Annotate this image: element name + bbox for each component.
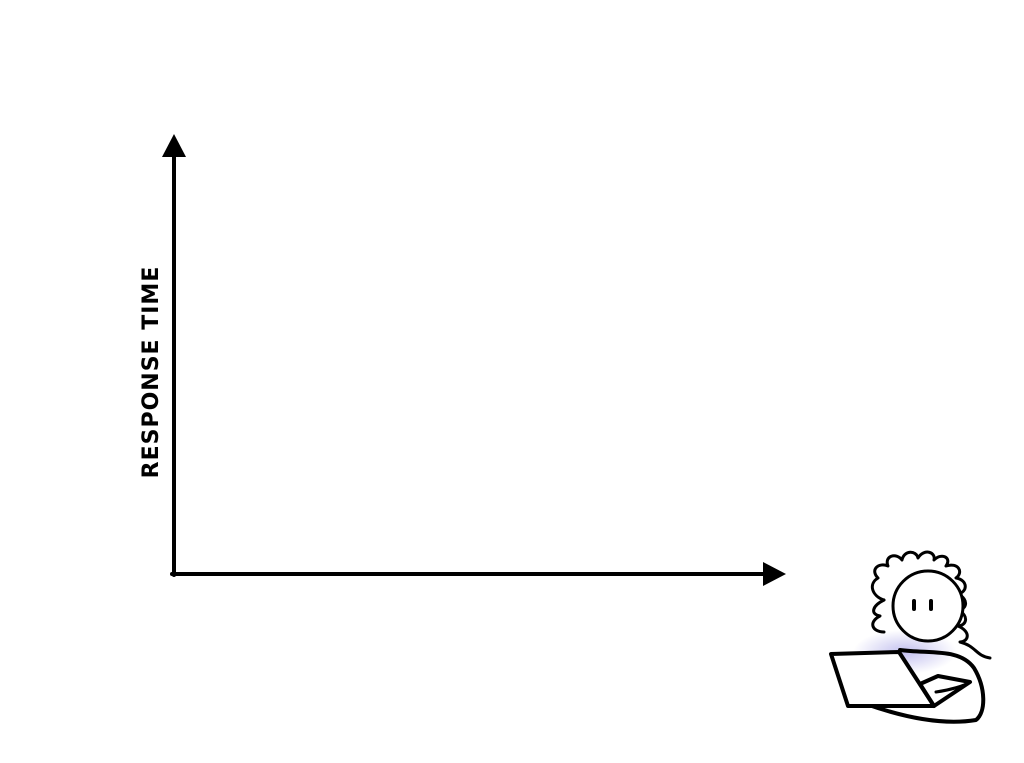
y-axis-label: RESPONSE TIME [139,266,164,479]
person-with-laptop-icon [829,550,992,724]
body [864,648,986,724]
hair-left-side [871,598,886,634]
x-axis [170,562,786,586]
y-axis-arrowhead [162,134,186,157]
x-axis-arrowhead [763,562,786,586]
arm [934,680,972,694]
y-axis [162,134,186,577]
head [891,569,965,643]
